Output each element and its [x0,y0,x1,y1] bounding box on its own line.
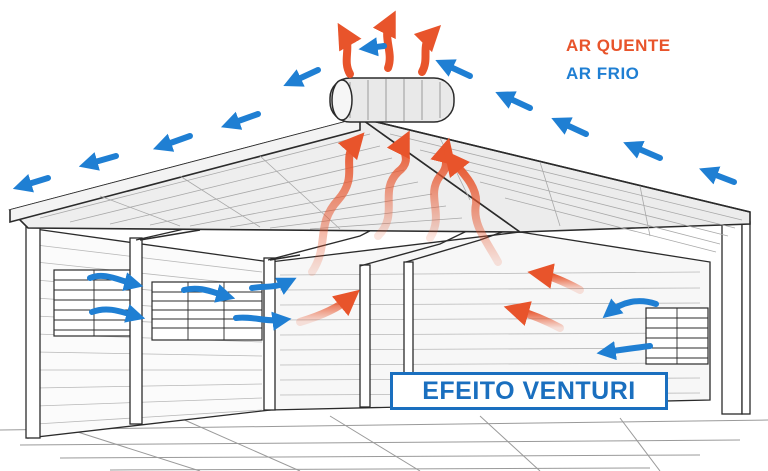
warm-air-arrow-icon [308,132,365,276]
cold-air-arrow-icon [233,311,292,331]
title-box: EFEITO VENTURI [390,372,668,410]
roof-ventilator-icon [329,77,455,123]
cold-air-arrow-icon [89,304,146,323]
legend-hot-air-label: AR QUENTE [566,36,671,55]
cold-air-arrow-icon [551,117,589,137]
warm-air-arrow-icon [413,24,442,76]
cold-air-arrow-icon [623,140,663,161]
cold-air-arrow-icon [249,277,297,295]
cold-air-arrows-inside [87,272,659,361]
warm-air-arrows-exhaust [337,10,442,78]
warm-air-arrow-icon [503,301,564,332]
warm-air-arrow-icon [444,150,502,266]
cold-air-arrow-icon [181,284,236,303]
warm-air-arrow-icon [337,22,362,78]
cold-air-arrow-icon [358,37,387,57]
warm-air-arrows-inside [296,130,584,332]
cold-air-arrow-icon [283,67,321,87]
cold-air-arrow-icon [87,272,144,291]
cold-air-arrow-icon [78,152,119,171]
cold-air-arrow-icon [12,174,51,193]
warm-air-arrow-icon [527,263,584,294]
warm-air-arrow-icon [372,10,396,72]
cold-air-arrows-roof [12,37,737,193]
cold-air-arrow-icon [495,91,533,111]
cold-air-arrow-icon [596,341,653,361]
diagram-title: EFEITO VENTURI [422,376,636,405]
cold-air-arrow-icon [699,166,737,185]
cold-air-arrow-icon [602,298,659,319]
cold-air-arrow-icon [220,111,261,130]
warm-air-arrow-icon [296,289,360,326]
cold-air-arrow-icon [152,133,193,152]
warm-air-arrow-icon [374,130,410,240]
cold-air-arrow-icon [435,59,473,79]
right-window [645,307,709,365]
back-wall-siding [279,271,701,396]
legend-cold-air-label: AR FRIO [566,64,640,83]
